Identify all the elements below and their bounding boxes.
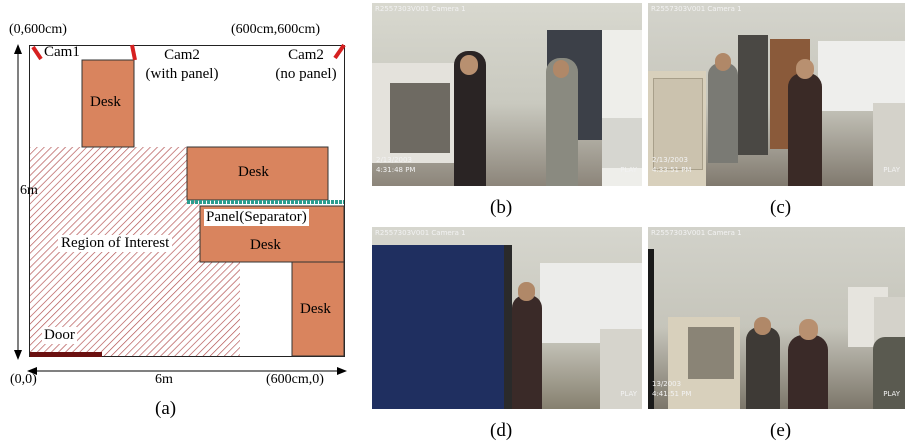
floor-plan-figure: (0,600cm) (600cm,600cm) (0,0) (600cm,0) …	[0, 0, 360, 441]
corner-label-bottom-left: (0,0)	[10, 372, 37, 387]
corner-label-top-right: (600cm,600cm)	[231, 22, 321, 37]
desk-bottom-right-label: Desk	[300, 301, 331, 317]
cam1-label: Cam1	[44, 44, 80, 60]
frame-c: R2557303V001 Camera 1 2/13/2003 4:33:51 …	[648, 3, 905, 186]
frame-b-header: R2557303V001 Camera 1	[375, 5, 466, 13]
frame-b-time: 4:31:48 PM	[376, 166, 416, 174]
height-arrow-top	[14, 44, 22, 54]
cam2-nopanel-label: Cam2 (no panel)	[268, 46, 344, 84]
frame-b-status: PLAY	[620, 166, 637, 174]
frame-c-date: 2/13/2003	[652, 156, 688, 164]
frame-e-time: 4:41:51 PM	[652, 390, 692, 398]
frame-e-header: R2557303V001 Camera 1	[651, 229, 742, 237]
frame-c-header: R2557303V001 Camera 1	[651, 5, 742, 13]
frame-c-status: PLAY	[883, 166, 900, 174]
width-label: 6m	[155, 372, 173, 387]
cam2-panel-label: Cam2 (with panel)	[136, 46, 228, 84]
frame-d: R2557303V001 Camera 1 PLAY	[372, 227, 642, 409]
width-arrow-left	[27, 367, 37, 375]
panel-separator-label: Panel(Separator)	[204, 209, 309, 226]
room-outline	[29, 45, 345, 357]
corner-label-top-left: (0,600cm)	[9, 22, 67, 37]
cam2-nopanel-label-line1: Cam2	[288, 47, 324, 63]
width-arrow-right	[337, 367, 347, 375]
frame-b-date: 2/13/2003	[376, 156, 412, 164]
cam2-panel-label-line2: (with panel)	[145, 66, 219, 82]
desk-right-middle-label: Desk	[250, 237, 281, 253]
cam2-panel-label-line1: Cam2	[164, 47, 200, 63]
frame-e-date: 13/2003	[652, 380, 682, 388]
frame-e: R2557303V001 Camera 1 13/2003 4:41:51 PM…	[648, 227, 905, 409]
caption-a: (a)	[155, 398, 177, 419]
caption-d: (d)	[490, 420, 513, 441]
caption-b: (b)	[490, 197, 513, 218]
region-of-interest-label: Region of Interest	[58, 235, 173, 252]
frame-b: R2557303V001 Camera 1 2/13/2003 4:31:48 …	[372, 3, 642, 186]
caption-e: (e)	[770, 420, 792, 441]
desk-top	[81, 59, 135, 148]
door-label: Door	[42, 327, 77, 344]
height-label: 6m	[20, 183, 38, 198]
cam2-nopanel-marker	[333, 43, 346, 60]
desk-top-label: Desk	[90, 94, 121, 110]
cam2-panel-marker	[130, 44, 137, 61]
frame-d-status: PLAY	[620, 390, 637, 398]
frame-d-header: R2557303V001 Camera 1	[375, 229, 466, 237]
height-arrow-bottom	[14, 350, 22, 360]
desk-right-upper-label: Desk	[238, 164, 269, 180]
caption-c: (c)	[770, 197, 792, 218]
frame-e-status: PLAY	[883, 390, 900, 398]
corner-label-bottom-right: (600cm,0)	[266, 372, 324, 387]
frame-c-time: 4:33:51 PM	[652, 166, 692, 174]
door-marker	[30, 352, 102, 357]
desk-bottom-right	[291, 261, 345, 357]
cam1-marker	[31, 45, 43, 61]
cam2-nopanel-label-line2: (no panel)	[275, 66, 337, 82]
